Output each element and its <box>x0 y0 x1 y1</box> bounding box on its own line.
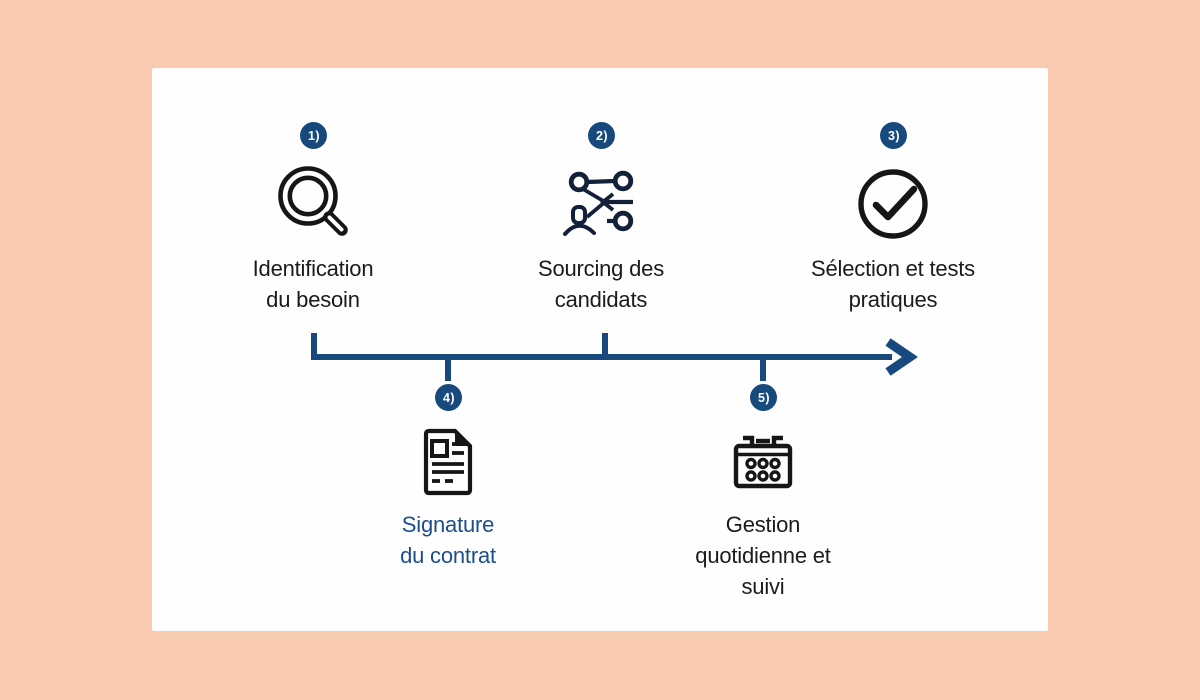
diagram-card: 1) Identification du besoin 2) <box>152 68 1048 631</box>
contract-document-icon <box>422 423 474 501</box>
step-1-label: Identification du besoin <box>252 256 374 312</box>
step-3-label: Sélection et tests pratiques <box>811 256 975 312</box>
step-1: 1) Identification du besoin <box>193 122 433 315</box>
step-4: 4) Signature du contrat <box>328 384 568 571</box>
step-5-number-badge: 5) <box>749 384 777 411</box>
calendar-icon <box>732 423 794 501</box>
step-1-number-badge: 1) <box>299 122 327 149</box>
step-3: 3) Sélection et tests pratiques <box>773 122 1013 315</box>
process-timeline-arrow <box>311 333 918 381</box>
candidate-network-icon <box>563 161 639 245</box>
step-5-label: Gestion quotidienne et suivi <box>695 512 831 599</box>
step-4-label: Signature du contrat <box>400 512 496 568</box>
step-2: 2) Sourcing des candidats <box>481 122 721 315</box>
step-2-number-badge: 2) <box>587 122 615 149</box>
step-2-label: Sourcing des candidats <box>537 256 664 312</box>
step-5: 5) Gestion quotidienne e <box>643 384 883 602</box>
magnifying-glass-icon <box>274 161 352 245</box>
check-circle-icon <box>855 161 931 245</box>
step-3-number-badge: 3) <box>879 122 907 149</box>
step-4-number-badge: 4) <box>434 384 462 411</box>
